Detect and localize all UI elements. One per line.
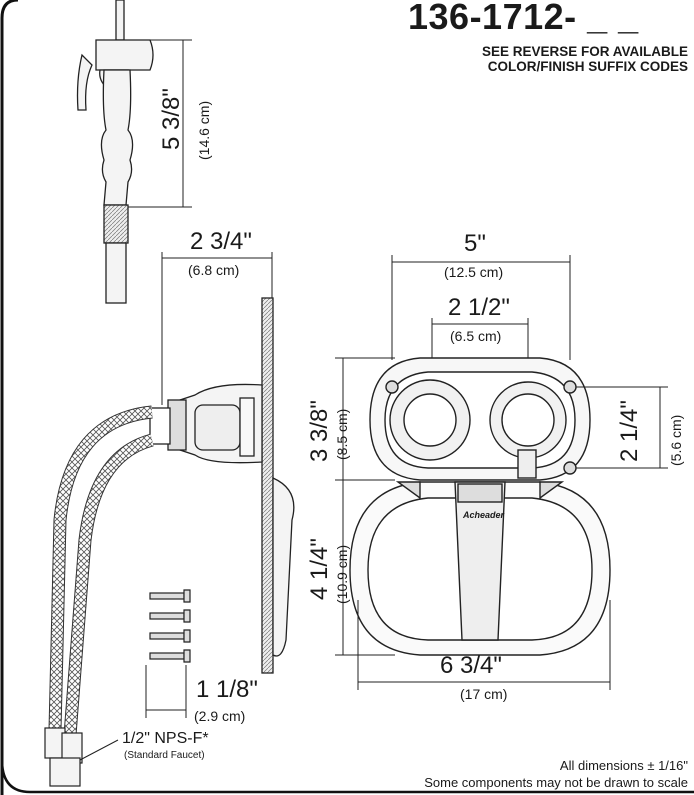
connector-label: 1/2" NPS-F* [122,730,209,747]
overall-width-dimension [391,255,571,360]
connector-note: (Standard Faucet) [124,750,205,761]
screw-spacing-dimension [576,386,668,469]
footer-scale-note: Some components may not be drawn to scal… [424,775,688,790]
screws [149,589,191,663]
front-housing [369,357,591,481]
sprayer-height-metric: (14.6 cm) [196,100,212,160]
screw-length-metric: (2.9 cm) [194,708,246,724]
brand-mark: Acheader [463,510,505,520]
depth-value: 2 3/4" [190,228,252,255]
overall-width-metric: (12.5 cm) [444,264,504,280]
hole-spacing-metric: (6.5 cm) [450,328,502,344]
hole-spacing-value: 2 1/2" [448,294,510,321]
screw-length-dimension [145,665,187,718]
front-cover [349,481,611,656]
overall-width-value: 5" [464,230,486,257]
screw-length-value: 1 1/8" [196,676,258,703]
depth-metric: (6.8 cm) [188,262,240,278]
sprayer-height-value: 5 3/8" [158,88,185,150]
part-number: 136-1712- _ _ [408,0,639,37]
sprayer-height-dimension [128,39,192,208]
lower-height-dimension [335,480,395,656]
bottom-width-dimension [357,600,611,690]
subtitle-line2: COLOR/FINISH SUFFIX CODES [487,59,688,74]
bottom-width-metric: (17 cm) [460,686,508,702]
screw-spacing-metric: (5.6 cm) [668,414,684,466]
upper-height-value: 3 3/8" [306,400,333,462]
lower-height-value: 4 1/4" [306,538,333,600]
upper-height-metric: (8.5 cm) [334,408,350,460]
page-border-bottom [0,759,694,794]
hose-fittings [44,727,83,787]
screw-spacing-value: 2 1/4" [616,400,643,462]
subtitle-line1: SEE REVERSE FOR AVAILABLE [481,44,688,59]
connector-leader [79,739,119,761]
upper-height-dimension [335,357,395,481]
page-border [0,0,19,795]
depth-dimension [161,252,273,405]
sprayer-handle [76,0,154,304]
bottom-width-value: 6 3/4" [440,652,502,679]
footer-tolerance: All dimensions ± 1/16" [559,758,688,773]
side-view-body [149,297,295,674]
lower-height-metric: (10.9 cm) [334,544,350,604]
